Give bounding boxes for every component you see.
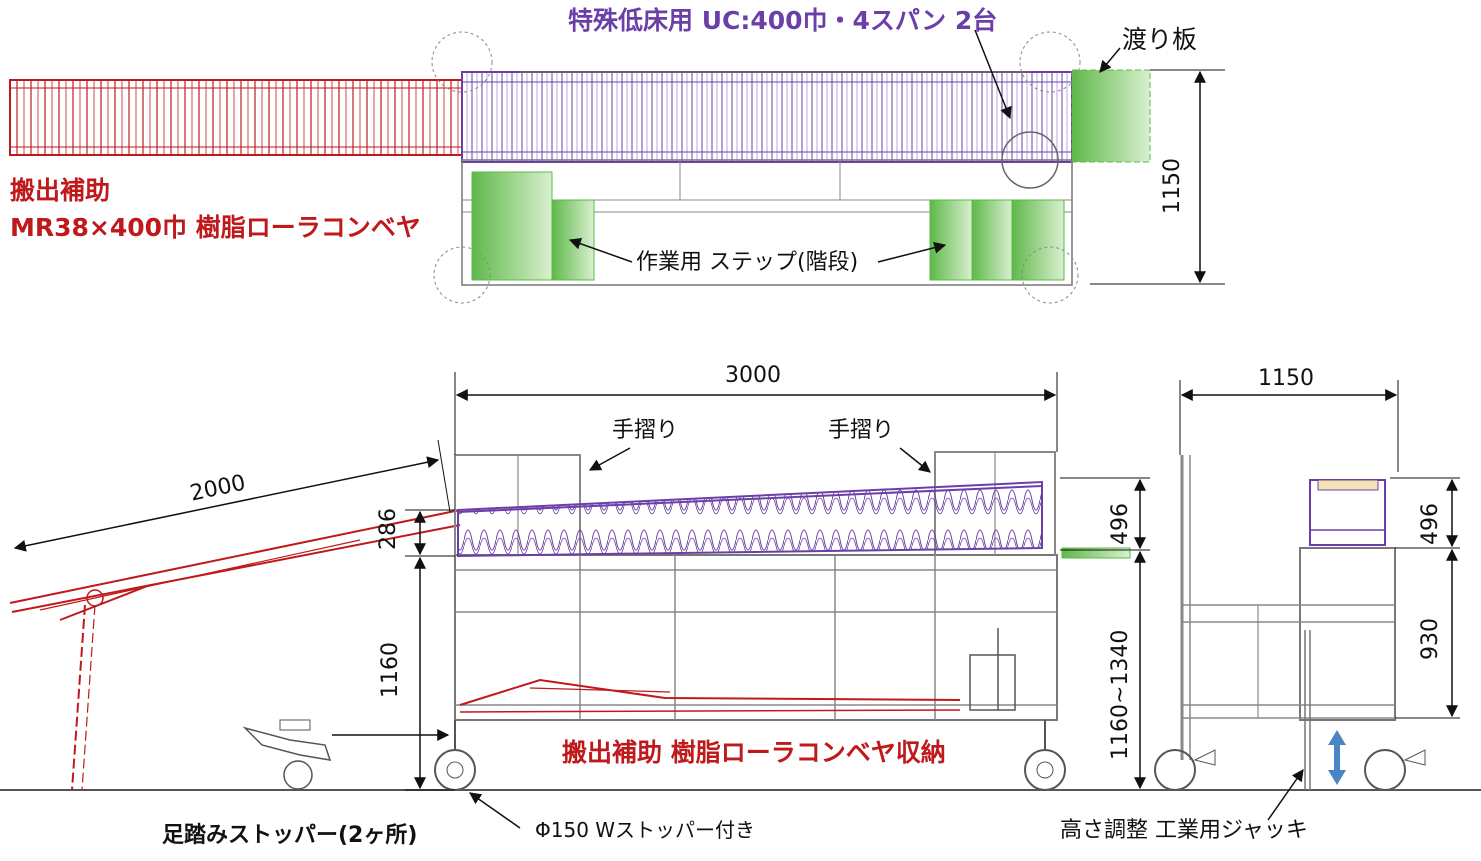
dim-top-depth: 1150 [1160,158,1185,214]
end-view [1154,380,1460,821]
caster-right [1024,720,1066,791]
dim-conv-height-end: 496 [1418,503,1443,545]
jack-arrow-icon [1328,730,1346,785]
top-view [9,29,1225,304]
foot-stopper-detail [242,719,332,790]
uc-title: 特殊低床用 UC:400巾・4スパン 2台 [568,6,998,35]
side-frame [454,554,1058,721]
end-frame [1299,547,1396,721]
jack-label: 高さ調整 工業用ジャッキ [1060,818,1308,843]
handrail-label-2: 手摺り [828,418,895,443]
top-main-conveyor [461,71,1073,163]
dim-range-height: 1160~1340 [1108,629,1133,760]
top-step-left [471,171,553,281]
dim-frame-height-end: 930 [1418,618,1443,660]
foot-stopper-label: 足踏みストッパー(2ヶ所) [162,823,418,848]
caster-label: Φ150 Wストッパー付き [535,818,756,842]
work-step-label: 作業用 ステップ(階段) [636,250,859,275]
handrail-label-1: 手摺り [612,418,679,443]
stored-assist-conveyor [459,678,961,713]
top-step-right [929,199,973,281]
bridge-plate-label: 渡り板 [1122,25,1198,54]
top-bridge-plate [1071,69,1151,163]
dim-rise: 286 [376,508,401,550]
dim-side-width: 1150 [1258,366,1314,391]
storage-label: 搬出補助 樹脂ローラコンベヤ収納 [562,738,946,767]
assist-title: 搬出補助 [10,176,111,205]
dim-frame-height: 1160 [378,642,403,698]
side-main-conveyor [457,480,1043,558]
assist-spec: MR38×400巾 樹脂ローラコンベヤ [10,213,421,242]
top-assist-conveyor [9,79,463,156]
side-view [0,372,1481,829]
caster-left [434,720,476,791]
dim-conv-height-side: 496 [1108,503,1133,545]
dim-length: 3000 [725,363,781,388]
